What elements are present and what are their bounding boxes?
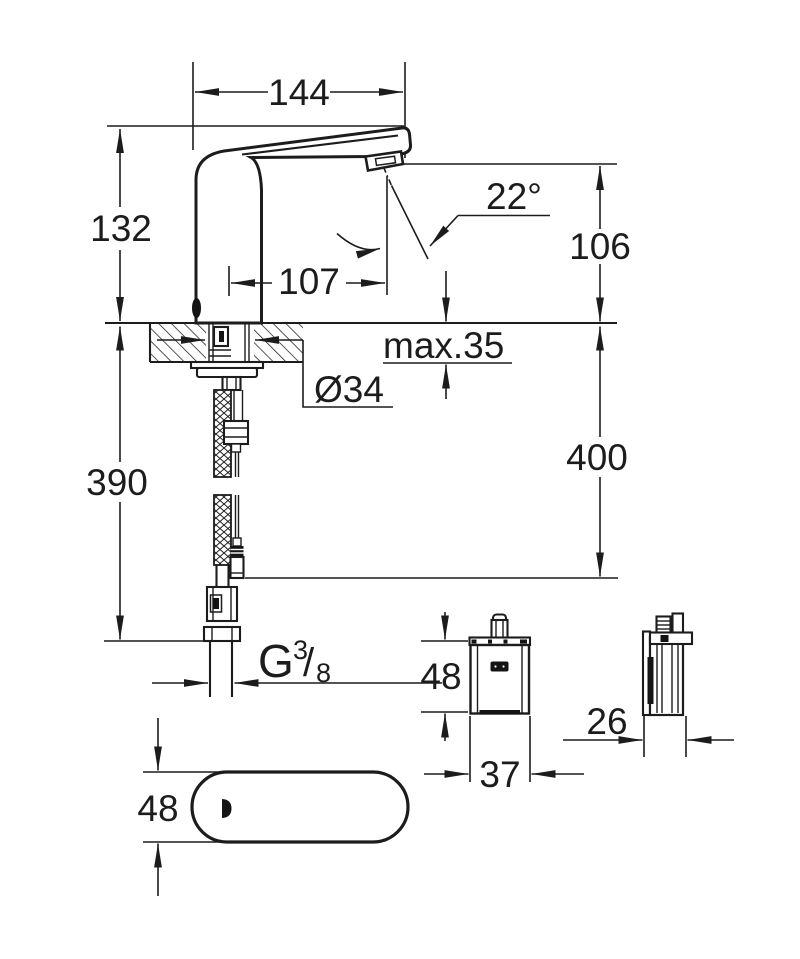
dim-control-box-height: 48 (420, 612, 468, 741)
dim-control-box-depth: 26 (563, 701, 734, 757)
thread-label-numerator: 3 (293, 635, 308, 665)
box-side-clip (671, 612, 685, 635)
base-outline (190, 770, 410, 844)
thread-label-g: G (258, 635, 294, 687)
dim-outlet-projection: 107 (228, 261, 385, 302)
dim-label-26: 26 (586, 701, 627, 742)
faucet-top-chamfer (241, 134, 399, 156)
dim-label-106: 106 (569, 226, 631, 267)
faucet-side-view (192, 126, 413, 325)
box-side-top-bar (648, 631, 694, 646)
base-top-view: 48 (137, 718, 410, 896)
dim-supply-thread: G 3 / 8 (152, 635, 442, 688)
angle-arc-arrow (336, 232, 381, 259)
dim-label-48-base: 48 (137, 788, 178, 829)
threaded-shank (221, 375, 242, 392)
dim-outlet-height: 106 (402, 163, 631, 322)
countertop-section (105, 321, 617, 364)
spray-axis-dashdot (382, 166, 393, 186)
control-box-front-view (468, 613, 532, 715)
counter-hatch-right (254, 323, 303, 362)
cable-plug (232, 537, 242, 547)
dim-control-box-width: 37 (424, 716, 584, 795)
dim-label-132: 132 (90, 208, 152, 249)
control-box-side-view (641, 612, 694, 717)
g38-union-nut (202, 625, 242, 643)
sensor-window (192, 298, 201, 318)
faucet-body (194, 126, 413, 325)
dim-label-48-box: 48 (420, 656, 461, 697)
dim-label-400: 400 (566, 437, 628, 478)
base-sensor-window (222, 799, 232, 818)
supply-hose-assembly (189, 360, 265, 697)
thread-label-denominator: 8 (316, 658, 331, 688)
dim-body-height: 132 (90, 129, 152, 321)
cable-fitting (222, 419, 250, 446)
dim-shank-drop: 390 (86, 326, 205, 642)
counter-hatch-left (150, 323, 206, 362)
box-stem (490, 618, 509, 641)
grohe-logo (490, 661, 509, 672)
dim-label-390: 390 (86, 462, 148, 503)
thread-label-slash: / (303, 641, 315, 685)
angle-leader (429, 214, 459, 247)
dim-deck-thickness: max.35 (383, 271, 512, 399)
dim-label-144: 144 (268, 72, 330, 113)
mounting-nut (195, 366, 259, 379)
spray-axis-line (390, 185, 429, 260)
dim-label-22deg: 22° (486, 176, 542, 217)
dim-label-107: 107 (278, 261, 340, 302)
dim-label-max35: max.35 (383, 325, 504, 366)
dim-hole-diameter: Ø34 (157, 336, 393, 410)
dim-hose-drop: 400 (245, 326, 628, 579)
dim-spout-projection: 144 (192, 62, 406, 158)
dim-label-dia34: Ø34 (314, 369, 384, 410)
spray-angle-group: 22° (336, 166, 550, 295)
dim-label-37: 37 (479, 754, 520, 795)
braided-hose-lower (213, 494, 232, 566)
box-body (469, 643, 531, 715)
